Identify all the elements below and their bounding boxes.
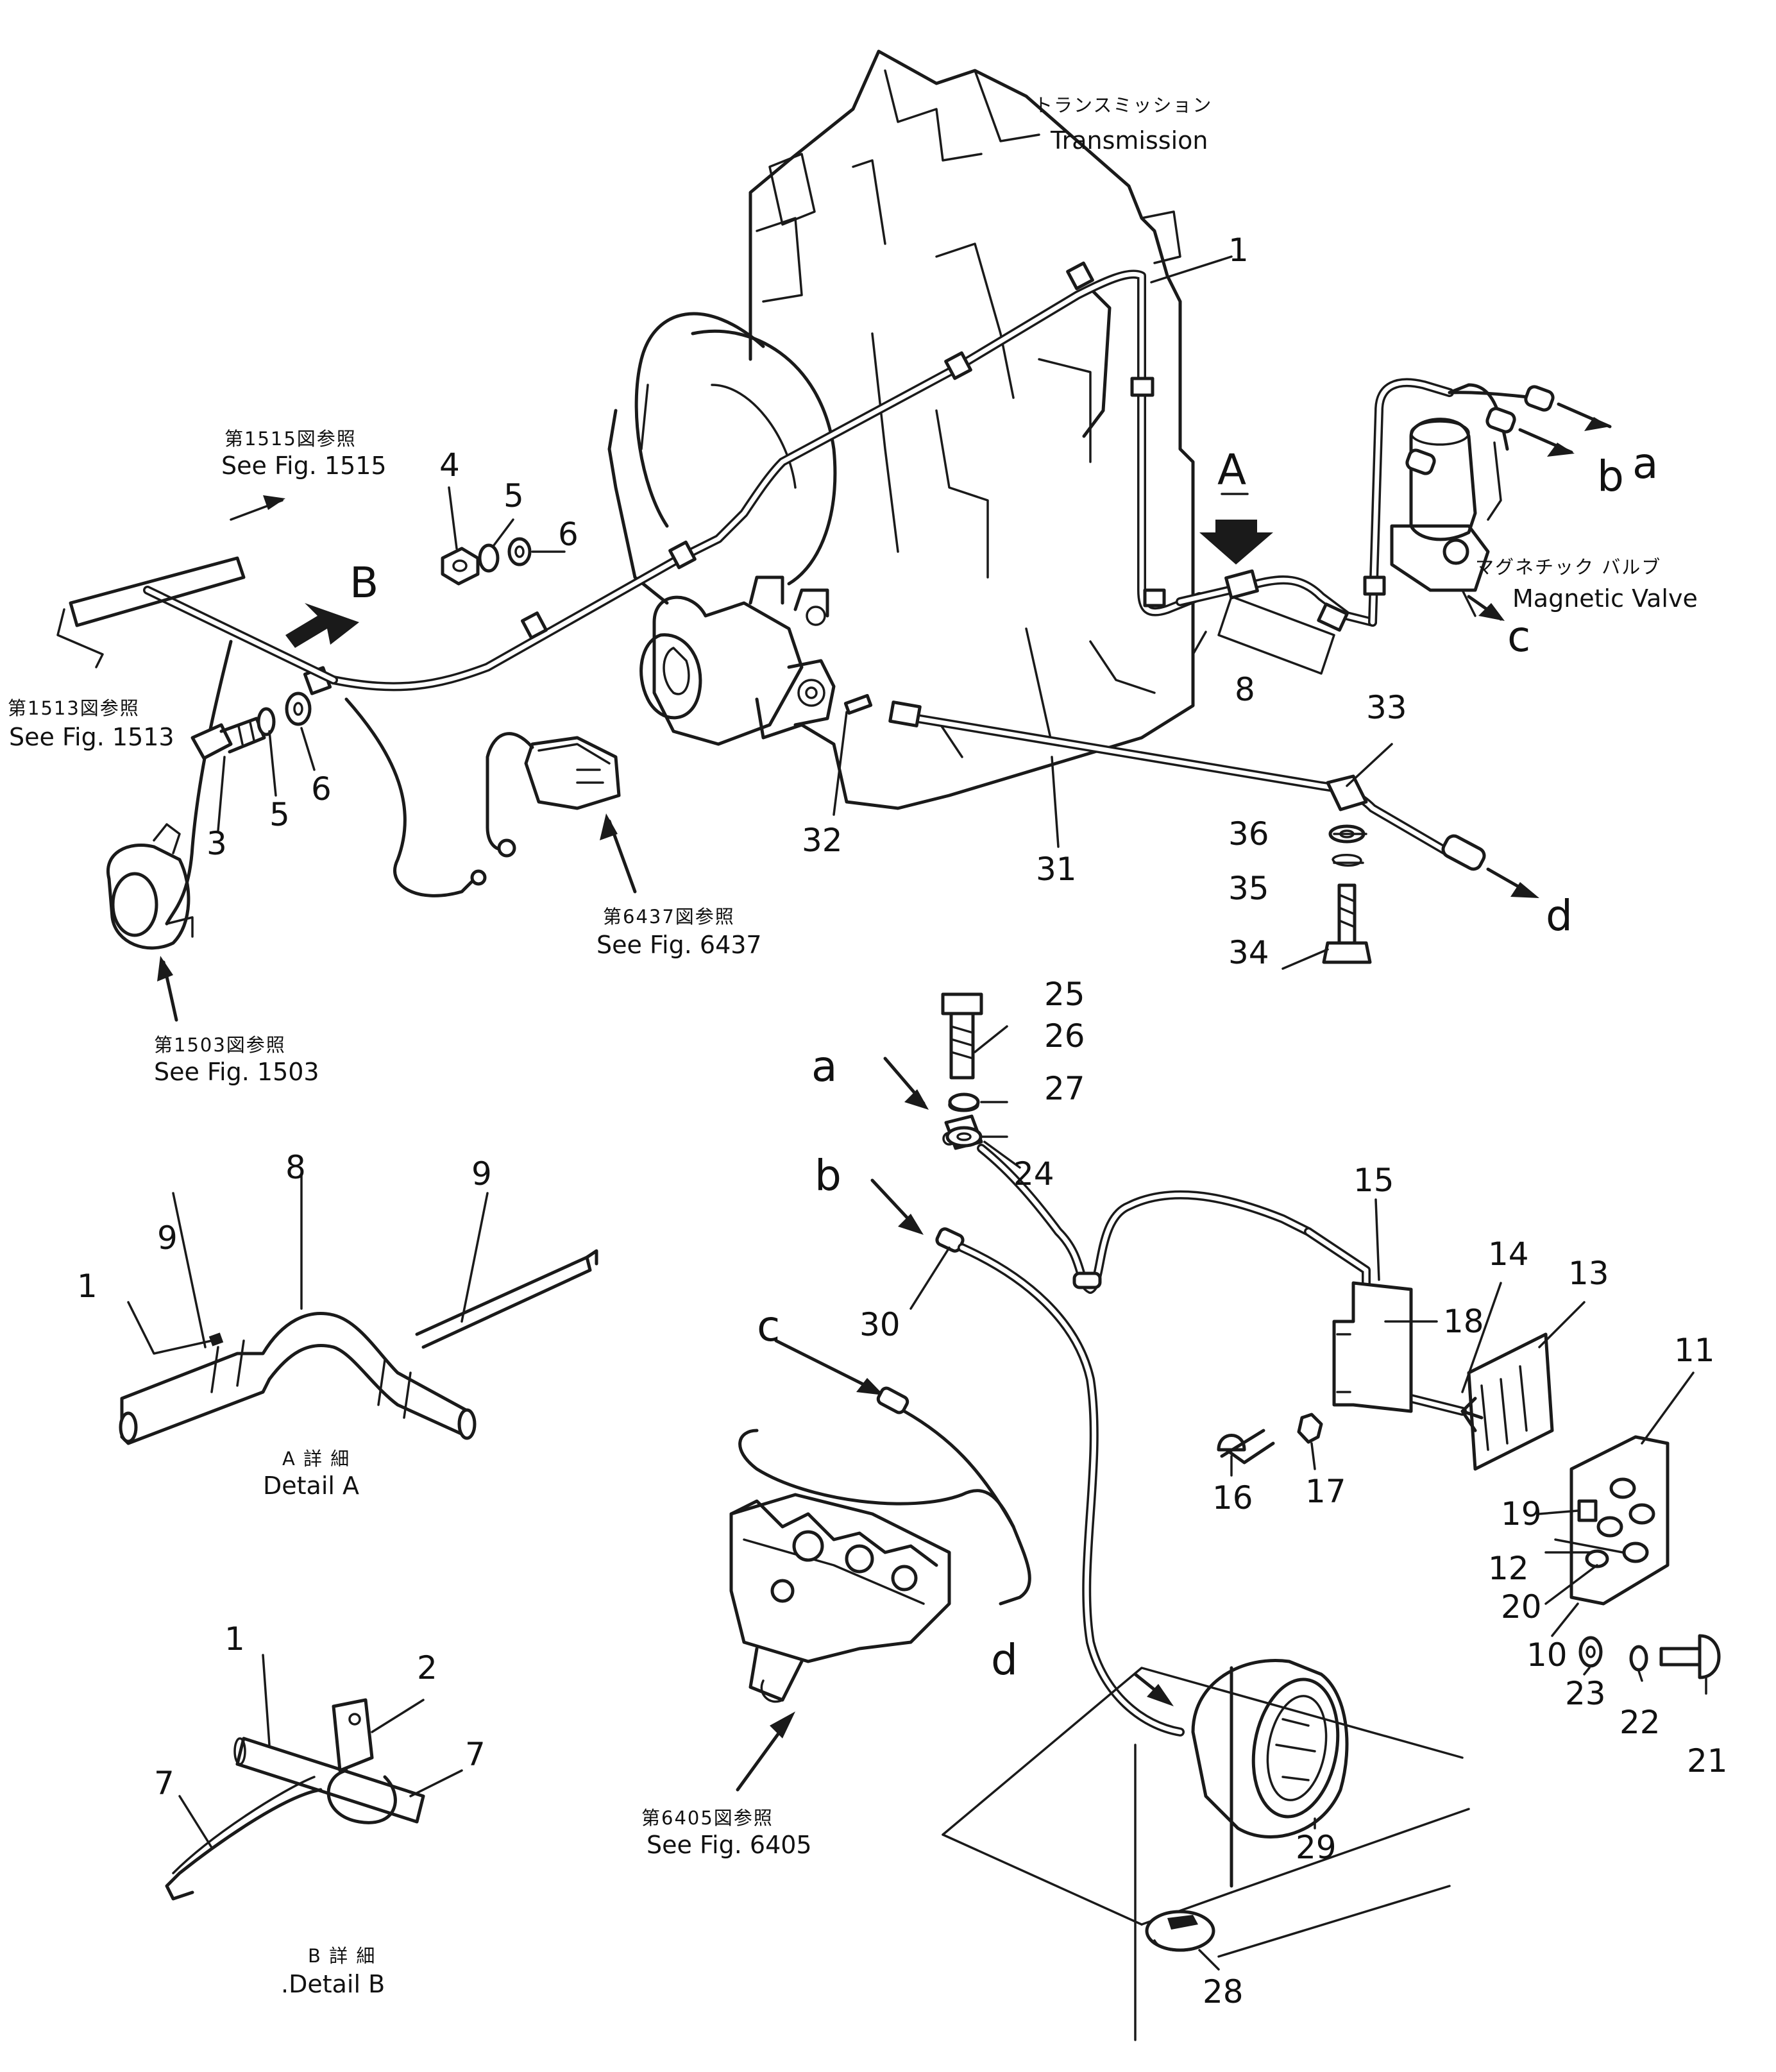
part-number-35[interactable]: 35 (1228, 870, 1269, 907)
part-number-14[interactable]: 14 (1488, 1236, 1529, 1273)
speedometer-29 (1133, 1659, 1349, 1888)
part-number-3[interactable]: 3 (207, 825, 227, 862)
part-number-29[interactable]: 29 (1296, 1829, 1337, 1866)
part-number-6-left[interactable]: 6 (311, 770, 332, 808)
fig-1503-ref-jp: 第1503図参照 (154, 1034, 286, 1056)
fig-6437-ref[interactable]: See Fig. 6437 (596, 931, 762, 959)
detail-a-part-9-right[interactable]: 9 (471, 1155, 492, 1193)
detail-a-part-1[interactable]: 1 (77, 1268, 97, 1305)
ground-harness-24 (883, 992, 1313, 1294)
connector-c-top: c (1507, 612, 1531, 661)
detail-a-tube-callout (1176, 569, 1377, 675)
magnetic-valve-label: Magnetic Valve (1512, 584, 1698, 613)
connector-d-top: d (1546, 891, 1573, 940)
view-a-marker: A (1217, 445, 1247, 495)
transmission-label-jp: トランスミッション (1034, 94, 1213, 116)
part-number-18[interactable]: 18 (1443, 1303, 1484, 1340)
part-number-20[interactable]: 20 (1501, 1588, 1542, 1626)
part-number-16[interactable]: 16 (1212, 1479, 1253, 1516)
detail-a-view (119, 1249, 598, 1445)
part-number-13[interactable]: 13 (1568, 1255, 1609, 1292)
fig-1513-ref-jp: 第1513図参照 (8, 697, 140, 719)
connector-a-top: a (1632, 439, 1659, 488)
leader-lines (127, 255, 1707, 1971)
part-number-11[interactable]: 11 (1674, 1332, 1715, 1369)
detail-b-part-1[interactable]: 1 (224, 1620, 245, 1658)
part-number-22[interactable]: 22 (1620, 1704, 1661, 1741)
view-arrows (285, 493, 1273, 648)
part-number-15[interactable]: 15 (1353, 1162, 1394, 1199)
fig-1503-ref[interactable]: See Fig. 1503 (154, 1058, 319, 1086)
main-harness-1 (56, 261, 1204, 926)
sensor-fig-6437 (486, 732, 637, 894)
part-number-27[interactable]: 27 (1044, 1070, 1085, 1107)
detail-b-part-7-left[interactable]: 7 (154, 1765, 174, 1802)
control-valve-fig-6405 (729, 1339, 1031, 1792)
fig-1515-ref[interactable]: See Fig. 1515 (221, 452, 387, 480)
bolt-washer-set-3-5-6 (190, 692, 312, 760)
detail-a-part-9-left[interactable]: 9 (157, 1219, 178, 1257)
part-number-24[interactable]: 24 (1013, 1155, 1054, 1193)
fuel-tank-outline (942, 1667, 1470, 2041)
detail-a-title: Detail A (263, 1472, 360, 1500)
sensor-harness-31 (843, 693, 1539, 964)
connector-d-bottom: d (991, 1635, 1018, 1685)
part-number-5-left[interactable]: 5 (269, 796, 290, 833)
part-number-4[interactable]: 4 (439, 446, 460, 484)
connector-c-bottom: c (757, 1302, 781, 1351)
part-number-23[interactable]: 23 (1565, 1675, 1606, 1712)
detail-b-title-jp: B 詳 細 (308, 1945, 376, 1967)
part-number-26[interactable]: 26 (1044, 1017, 1085, 1055)
part-number-30[interactable]: 30 (859, 1306, 901, 1343)
part-number-8[interactable]: 8 (1235, 671, 1255, 708)
fig-6405-ref-jp: 第6405図参照 (641, 1807, 774, 1829)
part-number-25[interactable]: 25 (1044, 976, 1085, 1013)
part-number-32[interactable]: 32 (802, 822, 843, 859)
part-number-31[interactable]: 31 (1036, 851, 1077, 888)
connector-b-top: b (1597, 452, 1624, 501)
fig-6437-ref-jp: 第6437図参照 (603, 906, 735, 928)
horn-unit-fig-1503 (106, 823, 194, 1022)
nut-washer-set-4-5-6 (441, 537, 532, 586)
part-number-12[interactable]: 12 (1488, 1550, 1529, 1587)
fig-1513-ref[interactable]: See Fig. 1513 (9, 723, 174, 751)
fig-1515-ref-jp: 第1515図参照 (224, 428, 357, 450)
detail-b-title: .Detail B (281, 1970, 385, 1998)
detail-b-part-7-right[interactable]: 7 (465, 1736, 486, 1773)
transmission-housing (607, 49, 1195, 810)
part-number-34[interactable]: 34 (1228, 934, 1269, 971)
view-b-marker: B (350, 558, 379, 607)
part-number-28[interactable]: 28 (1203, 1973, 1244, 2010)
part-number-1[interactable]: 1 (1228, 232, 1249, 269)
speedometer-harness-30 (870, 1178, 1185, 1737)
cap-28 (1145, 1910, 1215, 1952)
part-number-19[interactable]: 19 (1501, 1495, 1542, 1533)
detail-a-title-jp: A 詳 細 (282, 1448, 351, 1470)
fig-6405-ref[interactable]: See Fig. 6405 (647, 1831, 812, 1859)
part-number-6-top[interactable]: 6 (558, 516, 579, 553)
part-number-17[interactable]: 17 (1305, 1473, 1346, 1510)
detail-b-view (165, 1698, 425, 1901)
transmission-label: Transmission (1051, 126, 1208, 155)
part-number-10[interactable]: 10 (1527, 1636, 1568, 1674)
connector-a-bottom: a (811, 1042, 838, 1091)
magnetic-valve (1363, 378, 1612, 627)
part-number-36[interactable]: 36 (1228, 815, 1269, 853)
meter-panel-assembly (1217, 1227, 1721, 1679)
part-number-33[interactable]: 33 (1366, 689, 1407, 726)
part-number-5-top[interactable]: 5 (503, 477, 524, 514)
part-number-21[interactable]: 21 (1687, 1742, 1728, 1779)
connector-b-bottom: b (815, 1151, 841, 1200)
detail-a-part-8[interactable]: 8 (285, 1149, 306, 1186)
magnetic-valve-label-jp: マグネチック バルブ (1475, 556, 1662, 578)
detail-b-part-2[interactable]: 2 (417, 1649, 437, 1686)
